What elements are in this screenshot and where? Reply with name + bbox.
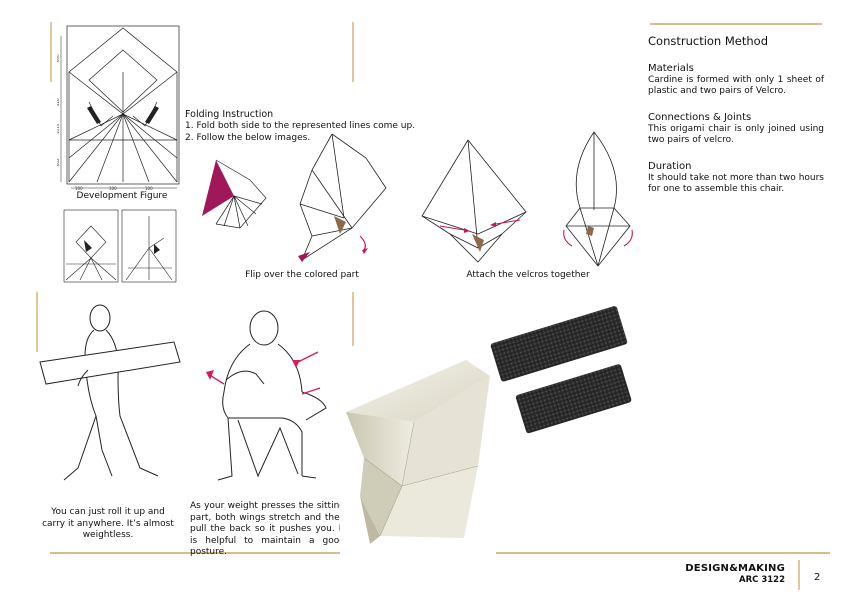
attach-caption: Attach the velcros together (466, 270, 590, 280)
velcro-photo (490, 304, 632, 446)
person-carrying-sketch (34, 300, 184, 496)
chair-photo (340, 346, 496, 554)
seated-person-sketch (198, 308, 330, 486)
divider-top-mid (352, 22, 354, 82)
development-thumb-right (120, 208, 178, 284)
joints-section: Connections & Joints This origami chair … (648, 112, 824, 146)
construction-title: Construction Method (648, 34, 769, 48)
svg-text:100: 100 (75, 186, 83, 190)
duration-body: It should take not more than two hours f… (648, 173, 824, 194)
svg-text:600: 600 (57, 54, 60, 62)
divider-mid-lower (352, 292, 354, 352)
footer-course-code: ARC 3122 (739, 575, 785, 585)
svg-text:100: 100 (109, 186, 117, 190)
materials-heading: Materials (648, 63, 694, 74)
development-caption: Development Figure (76, 191, 168, 201)
svg-text:416: 416 (57, 98, 60, 106)
fold-step-sketch-3 (420, 138, 530, 264)
rule-top-right (650, 23, 822, 25)
development-figure: 600 416 1013 602 100 100 100 (57, 22, 185, 190)
flip-caption: Flip over the colored part (245, 270, 359, 280)
divider-top-left (50, 22, 52, 82)
joints-heading: Connections & Joints (648, 112, 752, 123)
text-weight: As your weight presses the sitting part,… (190, 501, 345, 557)
materials-body: Cardine is formed with only 1 sheet of p… (648, 75, 824, 96)
fold-step-sketch-4 (558, 130, 638, 270)
duration-heading: Duration (648, 161, 692, 172)
fold-step-sketch-1 (196, 158, 272, 230)
footer-course-title: DESIGN&MAKING (685, 563, 785, 574)
fold-step-sketch-2 (292, 132, 388, 264)
folding-step-2: 2. Follow the below images. (185, 133, 311, 143)
duration-section: Duration It should take not more than tw… (648, 161, 824, 195)
page-number: 2 (814, 572, 821, 583)
divider-footer (798, 560, 800, 590)
joints-body: This origami chair is only joined using … (648, 124, 824, 145)
svg-text:602: 602 (57, 158, 60, 166)
folding-heading: Folding Instruction (185, 109, 274, 120)
development-thumb-left (62, 208, 120, 284)
materials-section: Materials Cardine is formed with only 1 … (648, 63, 824, 97)
text-roll: You can just roll it up and carry it any… (42, 507, 174, 540)
svg-text:100: 100 (145, 186, 153, 190)
folding-step-1: 1. Fold both side to the represented lin… (185, 121, 416, 131)
divider-left-lower (36, 292, 38, 352)
svg-text:1013: 1013 (57, 123, 60, 134)
